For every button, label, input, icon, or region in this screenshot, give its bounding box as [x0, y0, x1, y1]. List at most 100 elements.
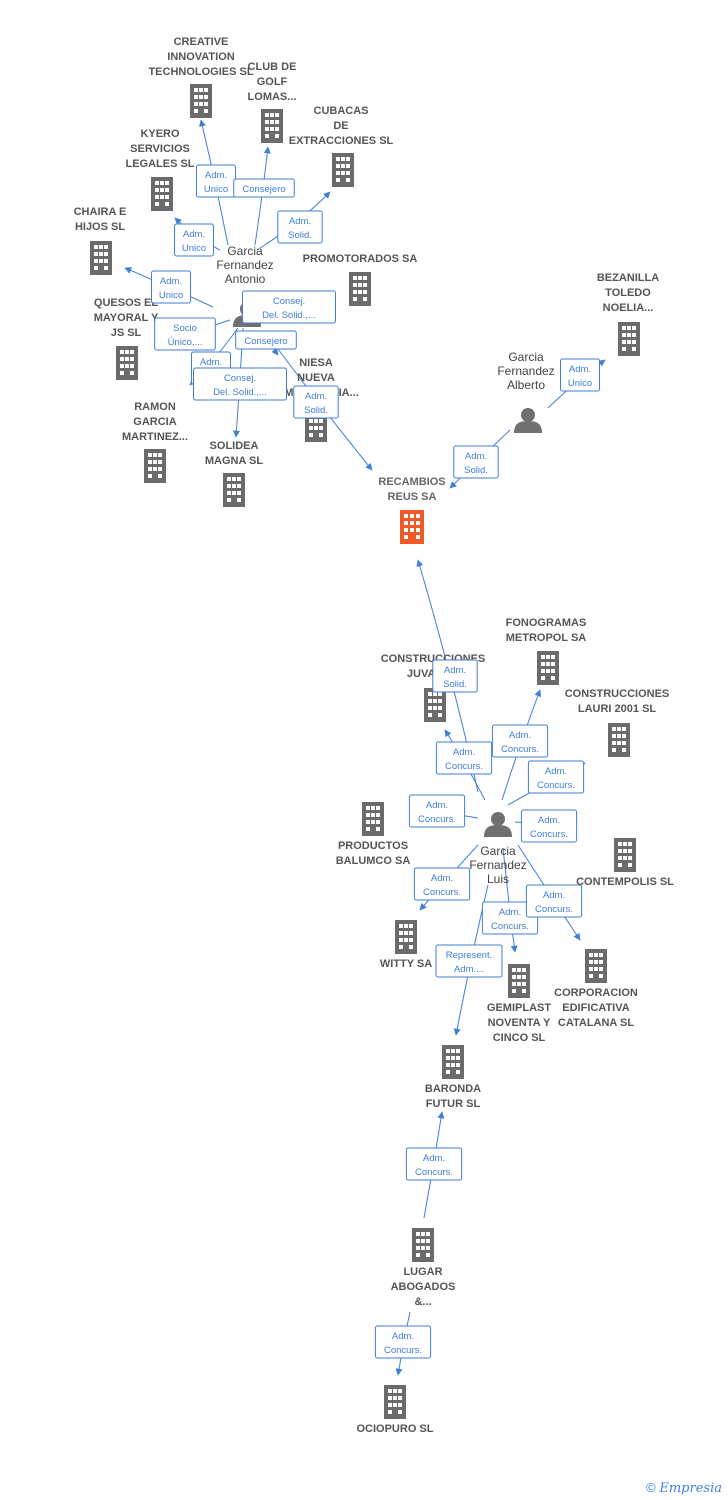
edge-label-text: Concurs.	[445, 761, 483, 772]
person-icon	[484, 812, 512, 837]
edge-label-antonio-to-solidea[interactable]: Consej.Del. Solid.,...	[193, 367, 287, 401]
empresia-logo[interactable]: Empresia	[659, 1481, 722, 1496]
edge-label-luis-to-recambios[interactable]: Adm.Solid.	[432, 659, 478, 693]
edge-label-text: Concurs.	[535, 904, 573, 915]
person-icon	[514, 408, 542, 433]
node-label: Antonio	[225, 272, 266, 286]
edge-label-antonio-to-recambios[interactable]: Adm.Solid.	[293, 385, 339, 419]
edge-label-antonio-to-niesa[interactable]: Consejero	[235, 330, 297, 350]
node-contempolis[interactable]: CONTEMPOLIS SL	[576, 838, 674, 888]
node-ociopuro[interactable]: OCIOPURO SL	[356, 1385, 434, 1435]
node-label: CATALANA SL	[558, 1017, 634, 1029]
node-label: Garcia	[480, 844, 516, 858]
edge-label-text: Consejero	[242, 184, 285, 195]
node-label: Fernandez	[469, 858, 526, 872]
node-club[interactable]: CLUB DEGOLFLOMAS...	[248, 61, 297, 143]
node-label: REUS SA	[388, 491, 437, 503]
node-label: HIJOS SL	[75, 221, 125, 233]
edge-label-luis-to-contempolis[interactable]: Adm.Concurs.	[520, 809, 578, 843]
building-icon	[608, 723, 630, 757]
edge-label-text: Concurs.	[537, 780, 575, 791]
copyright-symbol: ©	[646, 1480, 656, 1495]
node-label: BARONDA	[425, 1083, 481, 1095]
edge-label-luis-to-productos[interactable]: Adm.Concurs.	[408, 794, 466, 828]
edge-label-luis-to-witty[interactable]: Adm.Concurs.	[413, 867, 471, 901]
edge-label-text: Concurs.	[384, 1345, 422, 1356]
node-label: Garcia	[508, 350, 544, 364]
edge-label-antonio-to-creative[interactable]: Adm.Unico	[196, 164, 236, 198]
node-promotorados[interactable]: PROMOTORADOS SA	[303, 253, 418, 306]
edge-label-text: Solid.	[464, 465, 488, 476]
edge-label-alberto-to-bezanilla[interactable]: Adm.Unico	[560, 358, 600, 392]
node-label: NIESA	[299, 357, 333, 369]
edge-label-antonio-to-promotorados[interactable]: Consej.Del. Solid.,...	[242, 290, 336, 324]
node-label: CLUB DE	[248, 61, 297, 73]
node-label: ABOGADOS	[391, 1281, 456, 1293]
edge-label-text: Adm.	[509, 730, 531, 741]
node-ramon[interactable]: RAMONGARCIAMARTINEZ...	[122, 401, 188, 483]
edge-label-text: Adm.	[499, 907, 521, 918]
edge-label-luis-to-baronda[interactable]: Represent.Adm....	[435, 944, 503, 978]
edge-label-antonio-to-kyero[interactable]: Adm.Unico	[174, 223, 214, 257]
edge-label-text: Solid.	[443, 679, 467, 690]
edge-label-antonio-to-club[interactable]: Consejero	[233, 178, 295, 198]
edge-label-text: Adm.	[569, 364, 591, 375]
edge-label-alberto-to-recambios[interactable]: Adm.Solid.	[453, 445, 499, 479]
node-label: PROMOTORADOS SA	[303, 253, 418, 265]
edge-label-antonio-to-chaira[interactable]: Adm.Unico	[151, 270, 191, 304]
edge-label-text: Adm.	[538, 815, 560, 826]
building-icon	[151, 177, 173, 211]
edge-label-text: Adm.	[160, 276, 182, 287]
building-icon	[614, 838, 636, 872]
node-label: MAYORAL Y	[94, 312, 159, 324]
edge-label-text: Concurs.	[501, 744, 539, 755]
node-label: GARCIA	[133, 416, 176, 428]
node-label: SOLIDEA	[210, 440, 259, 452]
node-label: MAGNA SL	[205, 455, 264, 467]
node-label: LOMAS...	[248, 91, 297, 103]
edge-label-luis-to-construlauri[interactable]: Adm.Concurs.	[527, 760, 585, 794]
edge-label-luis-to-fonogramas[interactable]: Adm. Concurs.	[491, 724, 549, 758]
edge-label-lugar-to-ociopuro[interactable]: Adm.Concurs.	[374, 1325, 432, 1359]
edge-label-text: Adm....	[454, 964, 484, 975]
node-lugar[interactable]: LUGARABOGADOS&...	[391, 1228, 456, 1308]
building-icon	[362, 802, 384, 836]
edge-label-antonio-to-cubacas[interactable]: Adm.Solid.	[277, 210, 323, 244]
node-witty[interactable]: WITTY SA	[380, 920, 432, 970]
edge-label-luis-to-gemiplast[interactable]: Adm. Concurs.	[481, 901, 539, 935]
edge-label-antonio-to-quesos[interactable]: SocioÚnico,...	[154, 317, 216, 351]
node-bezanilla[interactable]: BEZANILLATOLEDONOELIA...	[597, 272, 659, 356]
node-label: CONTEMPOLIS SL	[576, 876, 674, 888]
edge-label-luis-to-construjuval[interactable]: Adm.Concurs.	[435, 741, 493, 775]
edge-label-text: Concurs.	[491, 921, 529, 932]
node-label: SERVICIOS	[130, 143, 190, 155]
edge-label-text: Concurs.	[418, 814, 456, 825]
node-label: QUESOS EL	[94, 297, 158, 309]
edge-label-lugar-to-baronda[interactable]: Adm.Concurs.	[405, 1147, 463, 1181]
edge-label-text: Consej.	[273, 296, 305, 307]
edge-label-luis-to-corporacion[interactable]: Adm. Concurs.	[525, 884, 583, 918]
edge-label-text: Adm.	[200, 357, 222, 368]
building-icon	[223, 473, 245, 507]
building-icon	[412, 1228, 434, 1262]
node-solidea[interactable]: SOLIDEA MAGNA SL	[205, 440, 264, 507]
node-label: INNOVATION	[167, 51, 234, 63]
edge-label-text: Adm.	[543, 890, 565, 901]
edge-label-text: Del. Solid.,...	[213, 387, 267, 398]
